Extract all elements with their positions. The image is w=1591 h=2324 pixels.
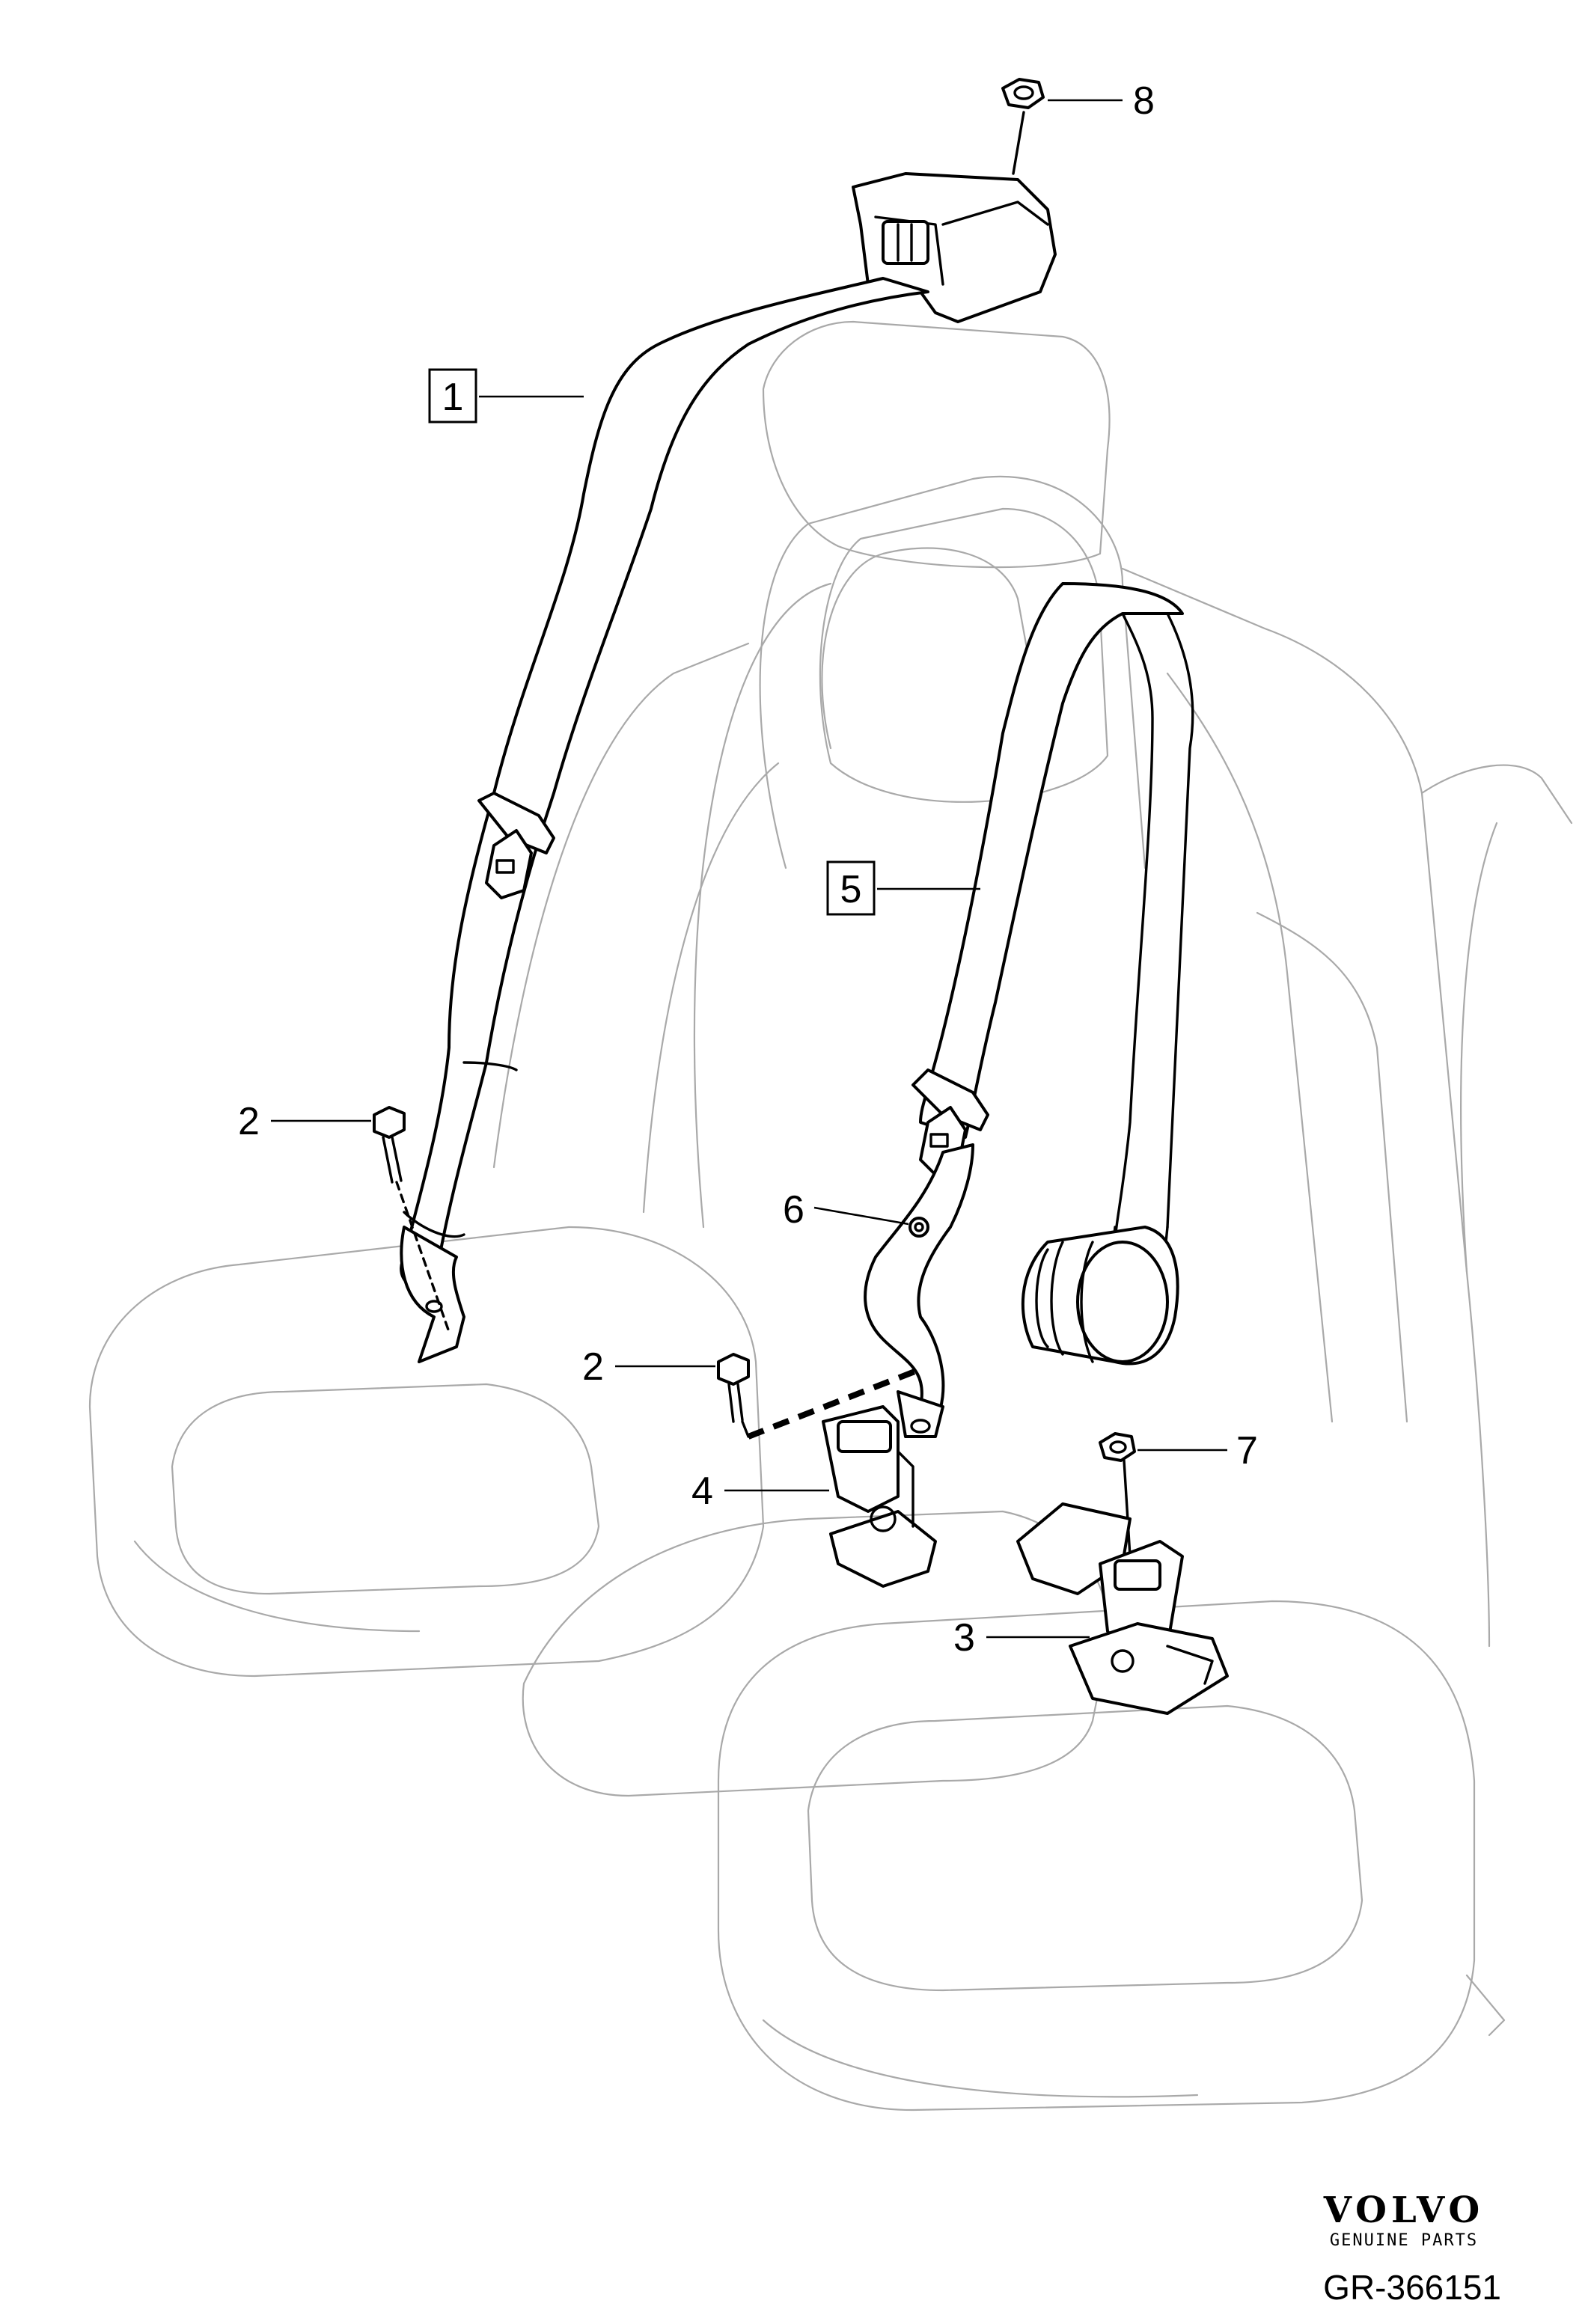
callout-7-label: 7 [1236, 1429, 1258, 1473]
part-2-bolt-upper [373, 1106, 451, 1333]
diagram-code: GR-366151 [1323, 2268, 1501, 2307]
part-1-outer-seat-belt [400, 277, 929, 1363]
callout-4: 4 [691, 1470, 713, 1513]
volvo-logo: VOLVO [1323, 2189, 1485, 2231]
part-2-bolt-lower [717, 1353, 922, 1440]
callout-6-label: 6 [783, 1188, 804, 1232]
part-7-nut [1099, 1432, 1136, 1558]
part-4-buckle-left [822, 1405, 937, 1588]
rear-seat-outline [88, 320, 1573, 2112]
callout-1: 1 [428, 368, 477, 423]
callout-4-label: 4 [691, 1470, 713, 1513]
callout-1-label: 1 [442, 376, 464, 419]
callout-5: 5 [826, 860, 876, 916]
callout-2-upper-label: 2 [238, 1100, 260, 1143]
part-8-nut [1001, 78, 1045, 175]
callout-6: 6 [783, 1188, 804, 1232]
callout-3: 3 [953, 1616, 975, 1660]
part-5-retractor [1021, 1226, 1179, 1366]
leader-lines [271, 99, 1227, 1639]
callout-7: 7 [1236, 1429, 1258, 1473]
leader-6 [813, 1206, 909, 1226]
brand-tagline: GENUINE PARTS [1329, 2231, 1479, 2250]
callout-2-lower-label: 2 [582, 1345, 604, 1389]
callout-2-lower: 2 [582, 1345, 604, 1389]
callout-3-label: 3 [953, 1616, 975, 1660]
part-5-center-seat-belt [864, 582, 1194, 1438]
part-6-rivet [909, 1217, 929, 1238]
callout-8-label: 8 [1133, 79, 1155, 123]
callout-5-box [826, 860, 876, 916]
callout-8: 8 [1133, 79, 1155, 123]
callout-1-box [428, 368, 477, 423]
part-3-buckle-right [1016, 1502, 1229, 1715]
callout-2-upper: 2 [238, 1100, 260, 1143]
callout-5-label: 5 [840, 868, 862, 911]
